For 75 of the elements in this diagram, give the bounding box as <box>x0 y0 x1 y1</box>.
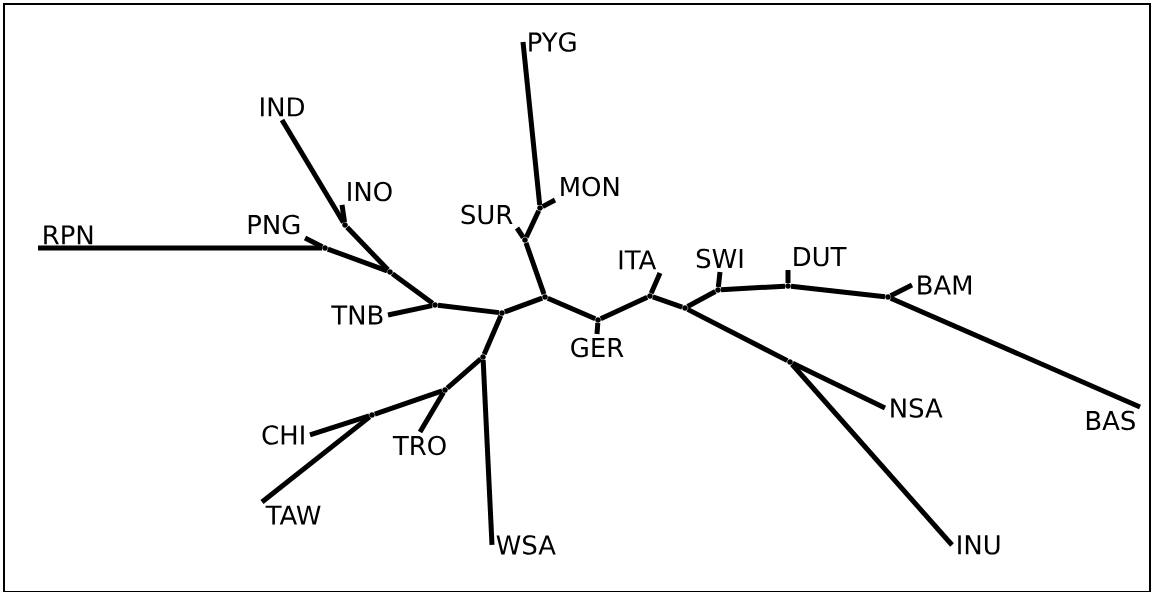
branch <box>715 271 723 288</box>
taxon-label: IND <box>261 97 304 117</box>
branch <box>648 272 663 295</box>
branch <box>889 282 914 298</box>
branch <box>374 388 443 417</box>
branch <box>599 294 649 321</box>
branch-point <box>322 245 328 251</box>
branch-point <box>885 294 891 300</box>
branch <box>790 283 886 300</box>
branch <box>38 245 322 251</box>
branch-point <box>785 283 791 289</box>
taxon-label: ITA <box>619 250 657 270</box>
branch <box>523 242 547 295</box>
branch <box>480 359 495 546</box>
branch <box>686 289 717 309</box>
branch-point <box>647 293 653 299</box>
branch <box>303 235 324 249</box>
branch-point <box>480 354 486 360</box>
branch-point <box>499 310 505 316</box>
taxon-label: SUR <box>461 204 513 225</box>
branch <box>326 246 389 274</box>
branch <box>481 314 504 356</box>
taxon-label: TAW <box>265 505 321 525</box>
branch-point <box>387 269 393 275</box>
branch <box>889 295 1141 410</box>
taxon-label: INU <box>958 535 1000 555</box>
taxon-label: MON <box>561 176 619 197</box>
branch <box>345 225 390 272</box>
taxon-label: INO <box>348 181 392 202</box>
branch <box>260 414 372 504</box>
taxon-label: CHI <box>262 425 304 445</box>
branch <box>594 322 601 335</box>
branch <box>785 270 791 283</box>
branch <box>720 283 786 293</box>
branch-point <box>682 305 688 311</box>
branch <box>546 295 597 322</box>
branch <box>686 307 789 363</box>
branch <box>387 303 433 318</box>
branch <box>417 391 446 434</box>
taxon-label: PYG <box>529 32 576 52</box>
taxon-label: SWI <box>696 248 743 269</box>
taxon-label: PNG <box>248 214 300 235</box>
taxon-label: BAS <box>1086 410 1135 431</box>
branch <box>520 41 543 206</box>
taxon-label: GER <box>571 337 624 358</box>
taxon-label: WSA <box>496 535 556 555</box>
branch <box>791 361 887 411</box>
taxon-label: TRO <box>392 435 446 456</box>
branch-point <box>542 294 548 300</box>
branch-point <box>537 205 543 211</box>
branch-point <box>442 387 448 393</box>
branch <box>514 226 526 239</box>
branch <box>503 295 544 315</box>
branch-point <box>342 222 348 228</box>
branch <box>279 118 346 224</box>
branch <box>309 413 370 438</box>
branch <box>339 204 348 223</box>
branch <box>652 294 683 310</box>
branch <box>524 209 541 239</box>
branch-point <box>432 302 438 308</box>
taxon-label: BAM <box>918 275 971 295</box>
taxon-label: RPN <box>44 225 93 245</box>
taxon-label: DUT <box>794 247 847 267</box>
taxon-label: NSA <box>891 398 943 418</box>
taxon-label: TNB <box>331 305 383 325</box>
branch-point <box>715 287 721 293</box>
branch-point <box>522 237 528 243</box>
branch <box>390 271 435 306</box>
branch-point <box>369 412 375 418</box>
branch <box>790 362 954 547</box>
branch-point <box>787 359 793 365</box>
branch <box>445 357 483 390</box>
branch <box>437 302 500 316</box>
branch-point <box>595 317 601 323</box>
branch <box>541 197 557 209</box>
